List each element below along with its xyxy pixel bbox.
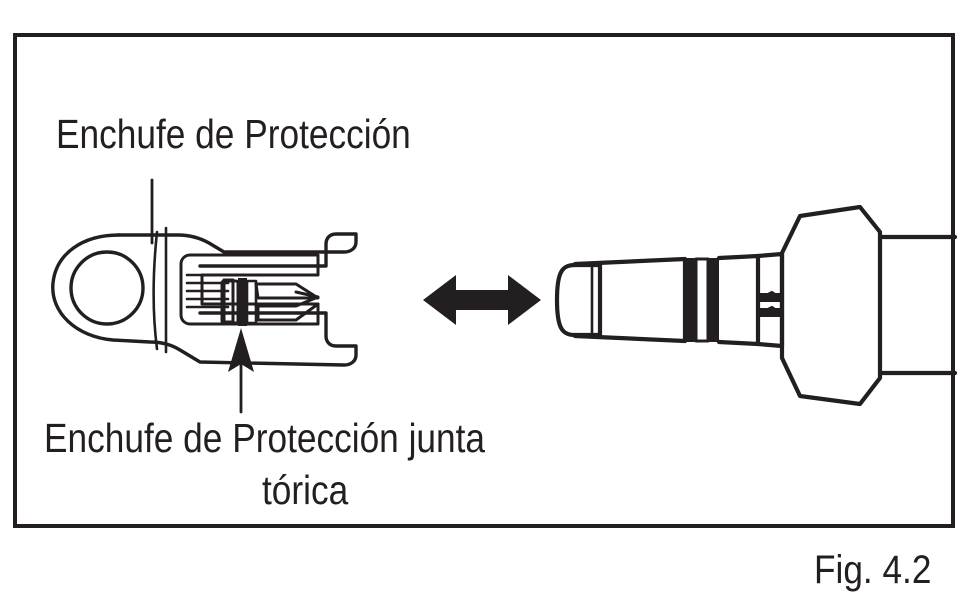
barrel-band-2 [708,258,719,342]
hose-coupling-connector [554,204,958,407]
latch-catches [760,290,782,317]
plug-eyelet-hole [69,250,145,326]
double-headed-arrow [423,275,541,325]
barrel-band-1 [685,258,696,342]
figure-border [13,33,955,528]
label-protective-plug: Enchufe de Protección [56,111,411,157]
figure-caption: Fig. 4.2 [814,548,932,592]
label-o-ring-line2: tórica [262,467,349,513]
protective-plug [51,226,358,367]
figure-container: Enchufe de Protección Enchufe de Protecc… [13,33,958,592]
label-o-ring-line1: Enchufe de Protección junta [44,415,486,461]
bottom-leader-arrow [228,328,254,414]
technical-illustration [51,178,958,414]
o-ring-seal [238,278,247,326]
